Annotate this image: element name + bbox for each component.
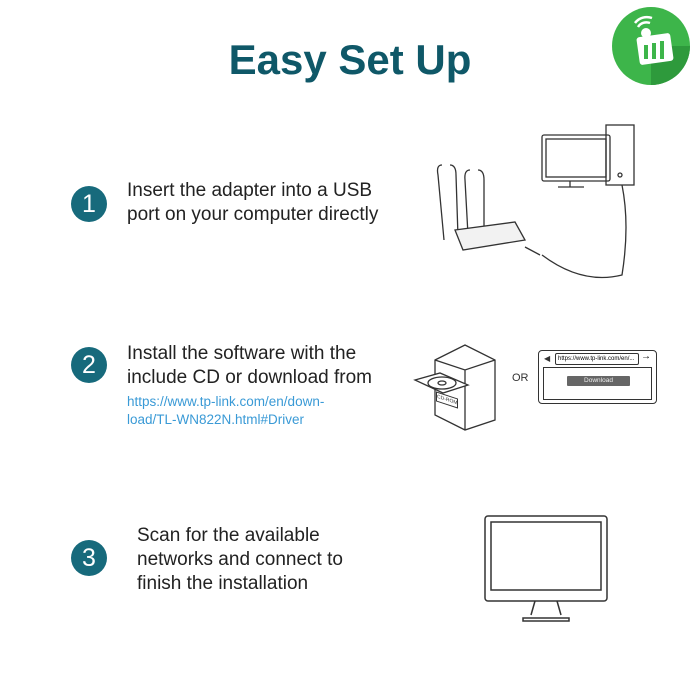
- link-line1[interactable]: https://www.tp-link.com/en/down-: [127, 394, 325, 409]
- wifi-chart-logo-icon: [612, 7, 690, 85]
- forward-arrow-icon: →: [641, 351, 651, 362]
- link-line2[interactable]: load/TL-WN822N.html#Driver: [127, 412, 305, 427]
- back-arrow-icon: ◀: [544, 354, 551, 363]
- step-2-text: Install the software with the include CD…: [127, 342, 372, 390]
- url-bar: https://www.tp-link.com/en/...: [555, 353, 639, 365]
- browser-illustration: ◀ https://www.tp-link.com/en/... → Downl…: [538, 350, 657, 404]
- driver-download-link[interactable]: https://www.tp-link.com/en/down- load/TL…: [127, 393, 324, 429]
- or-label: OR: [512, 372, 529, 384]
- step-2-line1: Install the software with the: [127, 343, 357, 364]
- download-button-illustration: Download: [567, 376, 630, 386]
- step-1-badge: 1: [71, 186, 107, 222]
- step-3-line2: networks and connect to: [137, 549, 343, 570]
- step-2-line2: include CD or download from: [127, 367, 373, 388]
- step-1-line1: Insert the adapter into a USB: [127, 180, 373, 201]
- page-title: Easy Set Up: [228, 36, 472, 83]
- step-1-line2: port on your computer directly: [127, 204, 379, 225]
- computer-cd-illustration: [413, 344, 496, 431]
- step-3-line3: finish the installation: [137, 573, 309, 594]
- step-3-badge: 3: [71, 540, 107, 576]
- monitor-illustration: [484, 515, 608, 622]
- step-2-badge: 2: [71, 347, 107, 383]
- step-3-text: Scan for the available networks and conn…: [137, 524, 343, 596]
- step-3-line1: Scan for the available: [137, 525, 320, 546]
- usb-adapter-computer-illustration: [436, 124, 635, 279]
- step-1-text: Insert the adapter into a USB port on yo…: [127, 179, 378, 227]
